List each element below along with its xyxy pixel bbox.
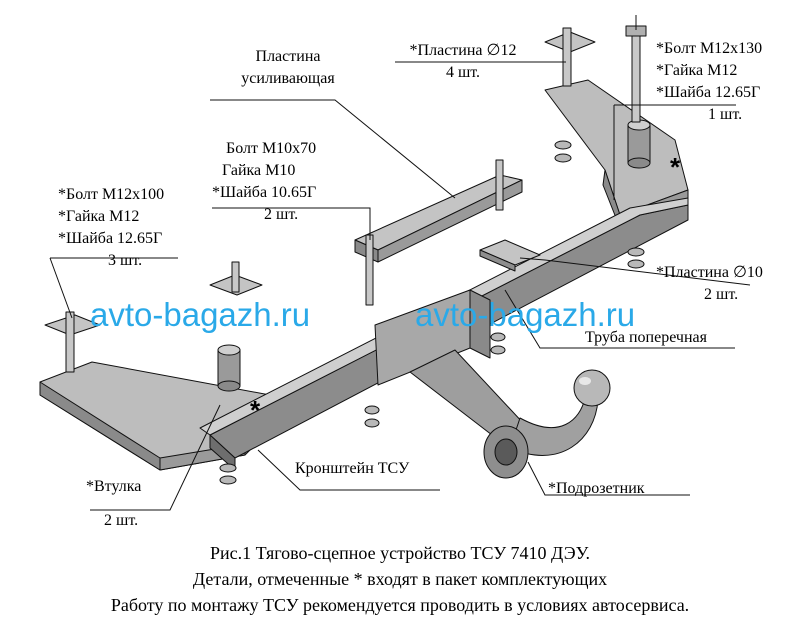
label-bolt-m10x70-line1: Болт М10х70 <box>226 140 317 157</box>
caption-line3: Работу по монтажу ТСУ рекомендуется пров… <box>110 595 690 615</box>
bolt-130 <box>625 25 647 123</box>
sleeve-right <box>627 119 651 169</box>
label-sleeve: *Втулка 2 шт. <box>86 476 141 532</box>
label-plate-12: *Пластина ∅12 4 шт. <box>393 40 533 84</box>
label-sleeve-line1: *Втулка <box>86 478 142 495</box>
label-plate-12-line1: *Пластина ∅12 <box>409 42 517 59</box>
label-sleeve-line2: 2 шт. <box>104 512 139 529</box>
marker-star-right: * <box>670 152 681 182</box>
label-bolt-m12x130: *Болт М12х130 *Гайка М12 *Шайба 12.65Г 1… <box>656 38 762 126</box>
label-bolt-m12x100-line1: *Болт М12х100 <box>58 186 165 203</box>
label-bolt-m10x70-line4: 2 шт. <box>264 206 299 223</box>
label-bolt-m10x70-line3: *Шайба 10.65Г <box>212 184 317 201</box>
watermark-2: avto-bagazh.ru <box>415 296 636 333</box>
bolt-70-b <box>495 159 504 211</box>
sleeve-left <box>217 344 241 392</box>
caption-line1: Рис.1 Тягово-сцепное устройство ТСУ 7410… <box>210 543 590 563</box>
label-bolt-m12x100-line4: 3 шт. <box>108 252 143 269</box>
label-bolt-m12x100-line3: *Шайба 12.65Г <box>58 230 163 247</box>
plate-12-a <box>44 311 101 373</box>
socket-holder <box>483 425 529 479</box>
label-plate-10: *Пластина ∅10 2 шт. <box>656 262 763 306</box>
label-bolt-m12x130-line2: *Гайка М12 <box>656 62 738 79</box>
label-reinforcing-plate-line1: Пластина <box>255 48 321 65</box>
label-bolt-m12x130-line3: *Шайба 12.65Г <box>656 84 761 101</box>
label-reinforcing-plate-line2: усиливающая <box>241 70 335 87</box>
label-transverse-tube: Труба поперечная <box>585 329 707 346</box>
label-bolt-m12x130-line4: 1 шт. <box>708 106 743 123</box>
bolt-70-a <box>365 234 374 306</box>
tow-ball-arm <box>509 369 611 456</box>
label-reinforcing-plate: Пластина усиливающая <box>218 46 358 90</box>
hitch-block <box>374 289 526 446</box>
plate-12-b <box>209 261 263 296</box>
label-bolt-m12x100: *Болт М12х100 *Гайка М12 *Шайба 12.65Г 3… <box>58 184 164 272</box>
label-bolt-m12x100-line2: *Гайка М12 <box>58 208 140 225</box>
plate-12-c <box>544 27 596 87</box>
leader-lines <box>49 15 751 511</box>
label-bolt-m10x70-line2: Гайка М10 <box>222 162 296 179</box>
label-bolt-m12x130-line1: *Болт М12х130 <box>656 40 763 57</box>
label-bolt-m10x70: Болт М10х70 Гайка М10 *Шайба 10.65Г 2 шт… <box>212 138 316 226</box>
label-plate-10-line1: *Пластина ∅10 <box>656 264 763 281</box>
label-plate-10-line2: 2 шт. <box>704 286 739 303</box>
washers <box>219 140 645 485</box>
figure-caption: Рис.1 Тягово-сцепное устройство ТСУ 7410… <box>0 540 800 618</box>
watermark-1: avto-bagazh.ru <box>90 296 311 333</box>
caption-line2: Детали, отмеченные * входят в пакет комп… <box>192 569 608 589</box>
label-hitch-bracket: Кронштейн ТСУ <box>295 460 410 477</box>
marker-star-left: * <box>250 395 261 425</box>
label-plate-12-line2: 4 шт. <box>445 64 481 81</box>
label-socket-holder: *Подрозетник <box>548 480 645 497</box>
